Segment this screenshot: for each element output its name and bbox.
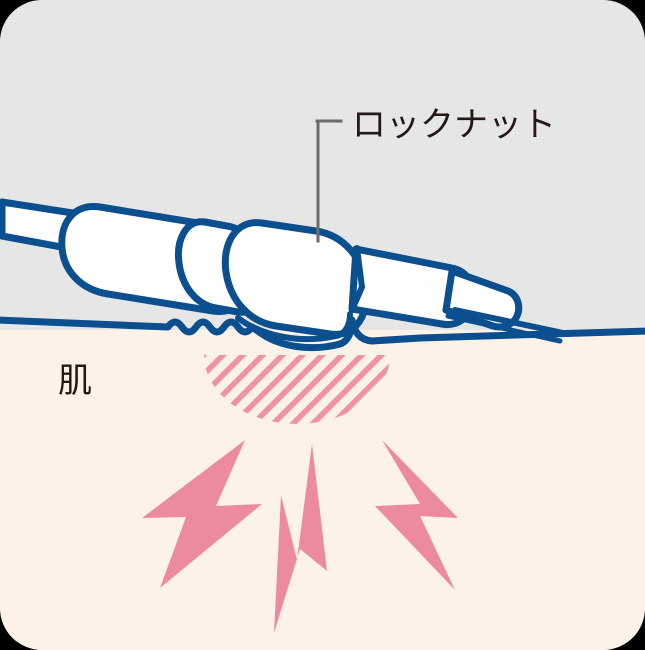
bolt-center-icon: [274, 444, 327, 633]
skin-dimple-line: [235, 311, 353, 343]
pain-bolts-group: [142, 440, 458, 633]
skin-label: 肌: [58, 361, 92, 401]
needle-tip: [452, 307, 571, 337]
needle-device-group: [0, 198, 523, 338]
bolt-right-icon: [375, 440, 458, 590]
bolt-left-icon: [142, 440, 262, 588]
skin-surface-line: [0, 316, 645, 352]
nut-bevel-edge: [349, 245, 365, 313]
lock-nut-leader-line: [315, 119, 343, 243]
lock-nut-label: ロックナット: [352, 105, 556, 145]
